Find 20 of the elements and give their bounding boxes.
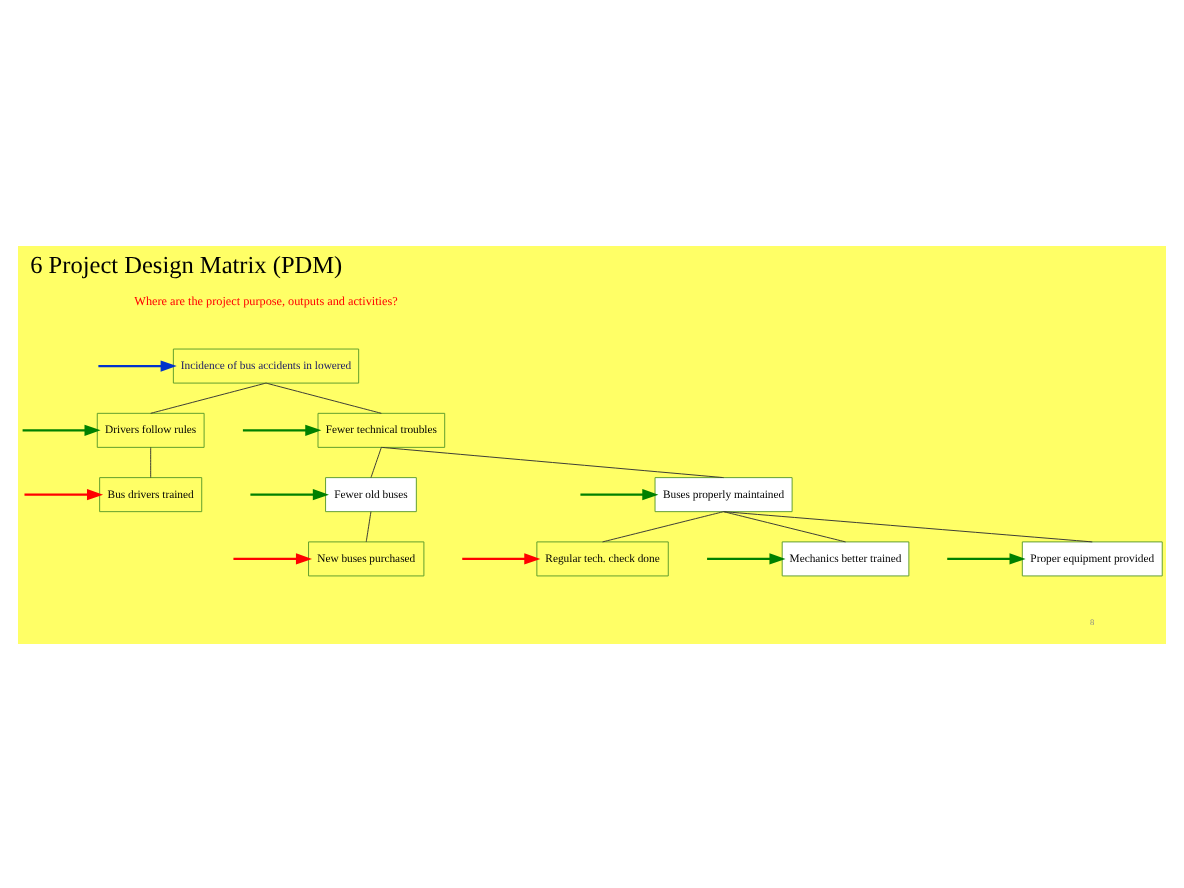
arrow bbox=[250, 488, 329, 500]
diagram-title: 6 Project Design Matrix (PDM) bbox=[30, 250, 343, 279]
arrow bbox=[24, 488, 104, 500]
connector bbox=[723, 510, 846, 542]
arrow bbox=[22, 423, 101, 435]
arrow bbox=[233, 552, 313, 564]
arrow bbox=[98, 359, 177, 371]
connector bbox=[370, 445, 382, 478]
connector bbox=[723, 510, 1093, 542]
arrow bbox=[580, 488, 659, 500]
connector bbox=[265, 381, 382, 413]
connector bbox=[150, 381, 267, 413]
connector bbox=[150, 445, 152, 478]
connector bbox=[602, 510, 725, 542]
arrow bbox=[242, 423, 322, 435]
connector bbox=[365, 510, 372, 542]
arrow bbox=[707, 552, 786, 564]
arrow bbox=[947, 552, 1026, 564]
arrow bbox=[462, 552, 541, 564]
connector bbox=[380, 445, 725, 478]
